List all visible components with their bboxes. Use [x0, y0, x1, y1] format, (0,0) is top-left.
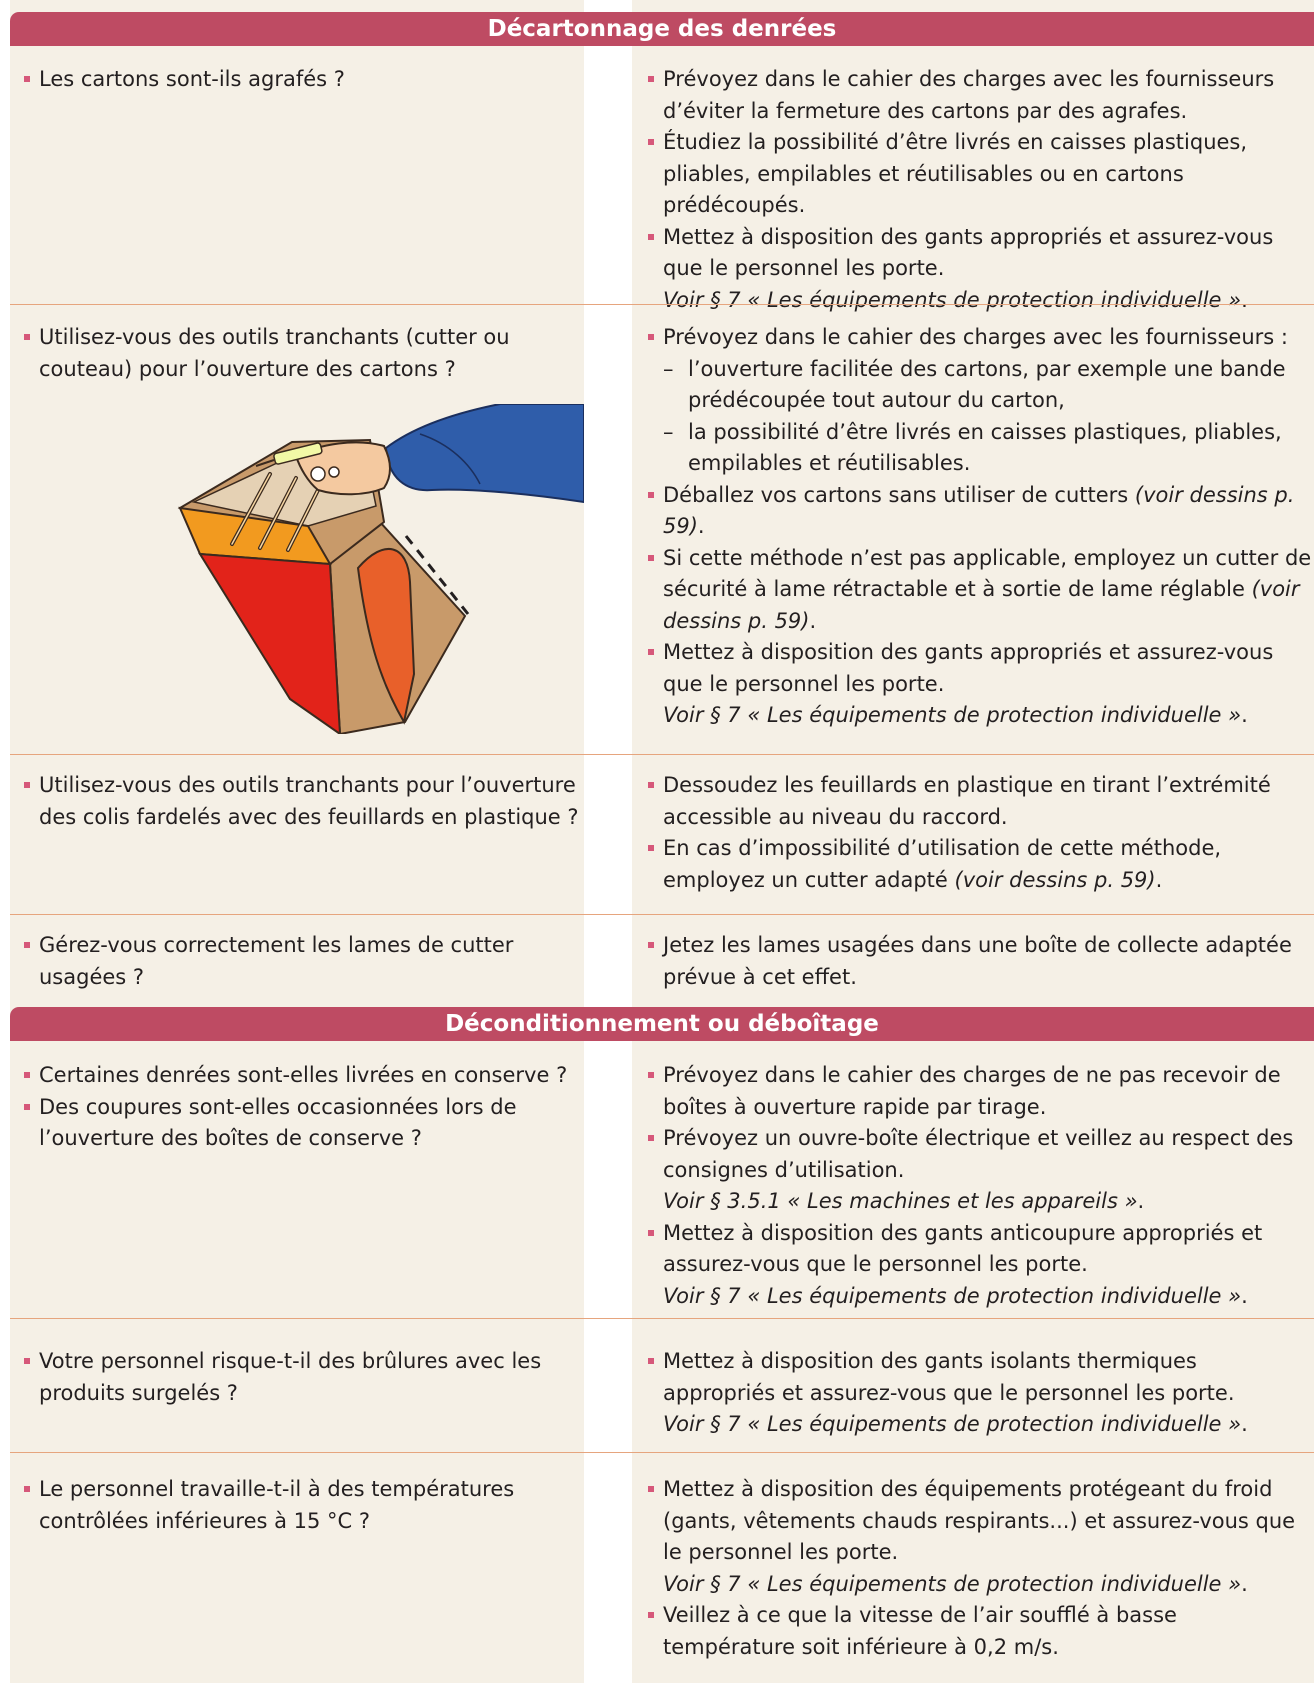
- row-divider: [10, 1452, 1314, 1453]
- answer-item: Si cette méthode n’est pas applicable, e…: [648, 543, 1314, 638]
- question-item: Le personnel travaille-t-il à des tempér…: [24, 1474, 584, 1537]
- question-cell: Les cartons sont-ils agrafés ?: [24, 64, 584, 96]
- answer-item: Prévoyez dans le cahier des charges de n…: [648, 1060, 1314, 1123]
- question-item: Les cartons sont-ils agrafés ?: [24, 64, 584, 96]
- reference-note: Voir § 3.5.1 « Les machines et les appar…: [663, 1189, 1145, 1213]
- row-divider: [10, 914, 1314, 915]
- question-cell: Utilisez-vous des outils tranchants pour…: [24, 770, 584, 833]
- question-item: Utilisez-vous des outils tranchants (cut…: [24, 322, 584, 385]
- answer-item: Dessoudez les feuillards en plastique en…: [648, 770, 1314, 833]
- answer-item: Mettez à disposition des gants approprié…: [648, 222, 1314, 285]
- answer-item: Veillez à ce que la vitesse de l’air sou…: [648, 1600, 1314, 1663]
- answer-item: Mettez à disposition des équipements pro…: [648, 1474, 1314, 1569]
- question-item: Des coupures sont-elles occasionnées lor…: [24, 1092, 584, 1155]
- question-cell: Votre personnel risque-t-il des brûlures…: [24, 1346, 584, 1409]
- answer-item: Prévoyez dans le cahier des charges avec…: [648, 322, 1314, 354]
- question-cell: Gérez-vous correctement les lames de cut…: [24, 930, 584, 993]
- answer-cell: Prévoyez dans le cahier des charges de n…: [648, 1060, 1314, 1312]
- reference-note: Voir § 7 « Les équipements de protection…: [663, 1571, 1248, 1596]
- answer-item: Prévoyez un ouvre-boîte électrique et ve…: [648, 1123, 1314, 1186]
- section-header-deconditionnement: Déconditionnement ou déboîtage: [10, 1007, 1314, 1041]
- question-item: Utilisez-vous des outils tranchants pour…: [24, 770, 584, 833]
- answer-cell: Dessoudez les feuillards en plastique en…: [648, 770, 1314, 896]
- answer-subitem: –l’ouverture facilitée des cartons, par …: [663, 356, 1286, 413]
- cardboard-box-cutter-illustration: [177, 404, 584, 734]
- answer-cell: Mettez à disposition des gants isolants …: [648, 1346, 1314, 1441]
- question-item: Votre personnel risque-t-il des brûlures…: [24, 1346, 584, 1409]
- answer-cell: Prévoyez dans le cahier des charges avec…: [648, 322, 1314, 732]
- question-cell: Certaines denrées sont-elles livrées en …: [24, 1060, 584, 1155]
- question-cell: Le personnel travaille-t-il à des tempér…: [24, 1474, 584, 1537]
- answer-cell: Mettez à disposition des équipements pro…: [648, 1474, 1314, 1663]
- row-divider: [10, 1318, 1314, 1319]
- question-column-background: [10, 0, 584, 1683]
- answer-item: Étudiez la possibilité d’être livrés en …: [648, 127, 1314, 222]
- reference-note: Voir § 7 « Les équipements de protection…: [663, 1412, 1248, 1436]
- answer-item: Mettez à disposition des gants anticoupu…: [648, 1218, 1314, 1281]
- answer-item: Mettez à disposition des gants approprié…: [648, 637, 1314, 700]
- answer-cell: Prévoyez dans le cahier des charges avec…: [648, 64, 1314, 316]
- question-item: Certaines denrées sont-elles livrées en …: [24, 1060, 584, 1092]
- answer-subitem: –la possibilité d’être livrés en caisses…: [663, 419, 1282, 476]
- answer-item: En cas d’impossibilité d’utilisation de …: [648, 833, 1314, 896]
- answer-cell: Jetez les lames usagées dans une boîte d…: [648, 930, 1314, 993]
- answer-item: Jetez les lames usagées dans une boîte d…: [648, 930, 1314, 993]
- answer-item: Prévoyez dans le cahier des charges avec…: [648, 64, 1314, 127]
- row-divider: [10, 754, 1314, 755]
- reference-note: Voir § 7 « Les équipements de protection…: [663, 703, 1248, 727]
- answer-column-background: [632, 0, 1314, 1683]
- question-item: Gérez-vous correctement les lames de cut…: [24, 930, 584, 993]
- question-cell: Utilisez-vous des outils tranchants (cut…: [24, 322, 584, 385]
- answer-item: Déballez vos cartons sans utiliser de cu…: [648, 480, 1314, 543]
- reference-note: Voir § 7 « Les équipements de protection…: [663, 287, 1248, 312]
- reference-note: Voir § 7 « Les équipements de protection…: [663, 1283, 1248, 1308]
- section-header-decartonnage: Décartonnage des denrées: [10, 12, 1314, 46]
- answer-item: Mettez à disposition des gants isolants …: [648, 1346, 1314, 1409]
- row-divider: [10, 304, 1314, 305]
